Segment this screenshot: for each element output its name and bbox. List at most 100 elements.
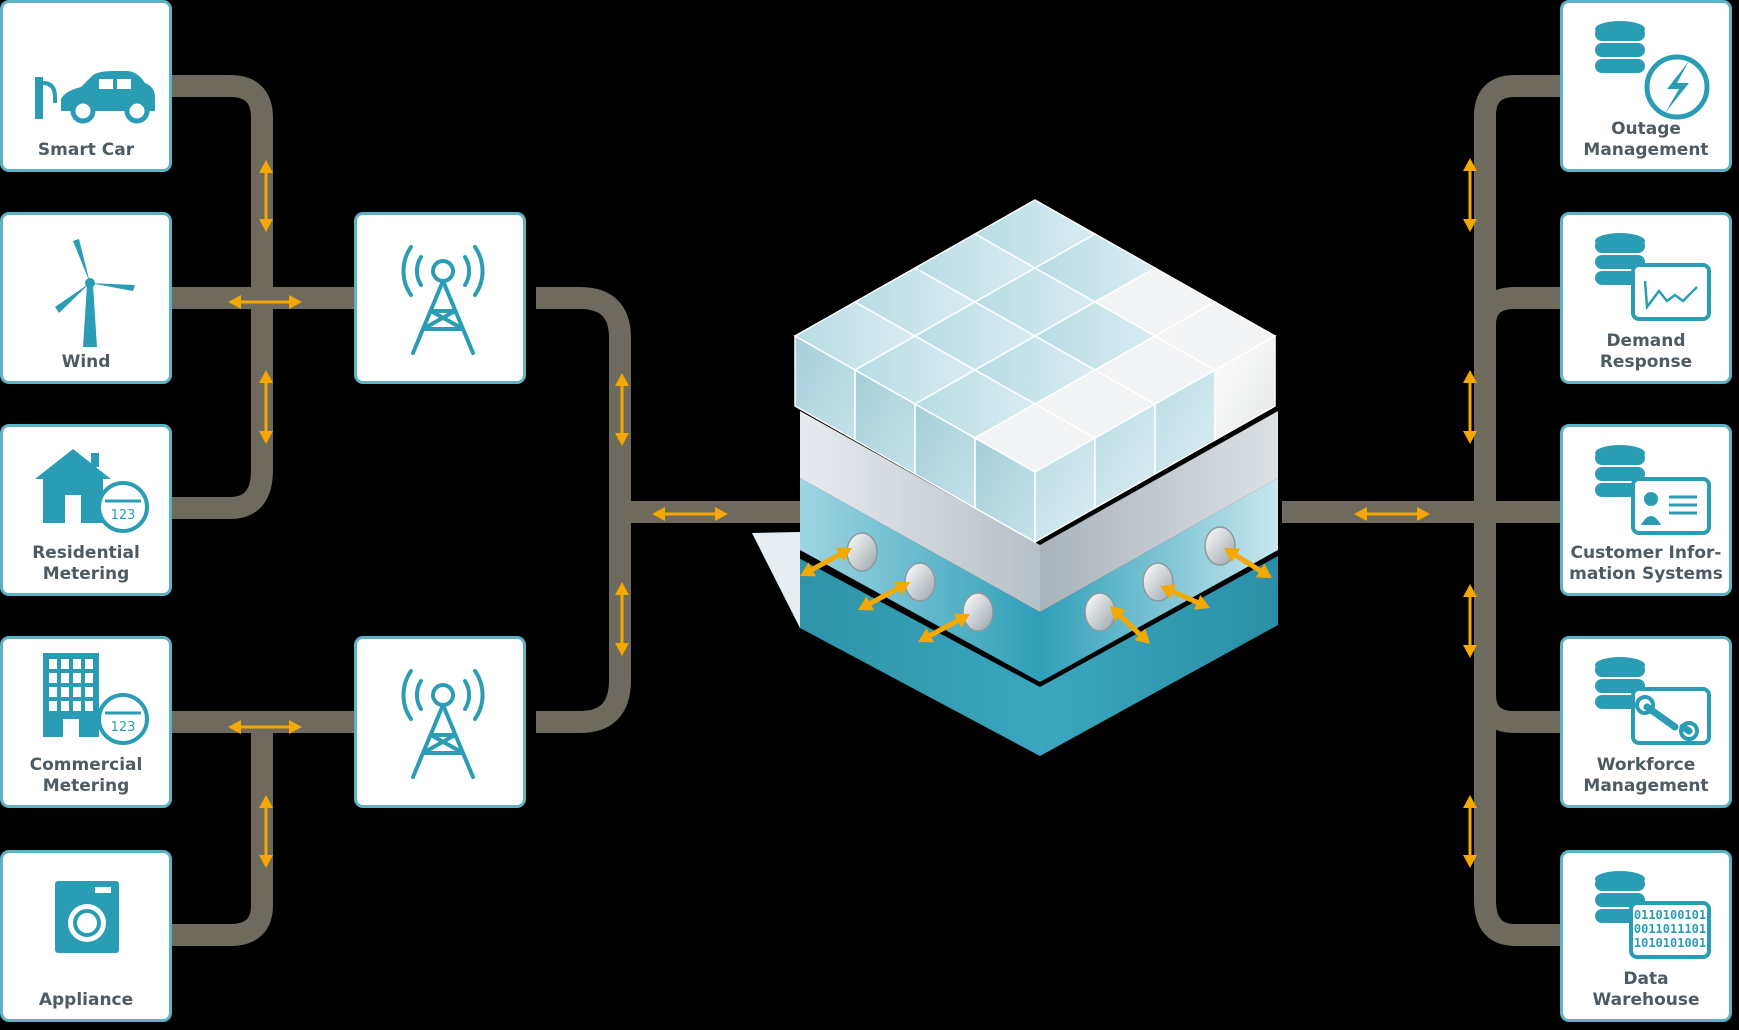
turbine-blade	[73, 239, 90, 283]
wrench-head	[1679, 721, 1699, 741]
bidirectional-arrow	[259, 370, 273, 444]
data-flow-arrow	[800, 547, 852, 577]
car-window	[117, 79, 131, 89]
building-door	[63, 719, 79, 737]
data-flow-arrow	[1110, 606, 1150, 644]
pipe-segment	[1474, 75, 1560, 946]
ev-charging-car-icon	[35, 71, 155, 124]
building-window	[85, 701, 93, 711]
database-lightning-icon	[1595, 21, 1710, 120]
house-meter-icon: 123	[35, 449, 149, 533]
data-flow-arrow	[1160, 584, 1210, 610]
washing-machine-icon	[55, 881, 119, 953]
building-window	[49, 659, 57, 669]
building-window	[49, 673, 57, 683]
house-door	[65, 495, 81, 523]
office-meter-icon: 123	[43, 653, 149, 745]
port-hole	[1084, 592, 1116, 632]
database-cylinder	[1595, 445, 1645, 497]
tower-lines	[401, 245, 485, 355]
bidirectional-arrow	[1354, 507, 1430, 521]
svg-text:123: 123	[111, 720, 136, 735]
card-label: Commercial Metering	[29, 755, 143, 796]
bidirectional-arrow	[615, 582, 629, 656]
id-photo-body	[1641, 516, 1661, 525]
bidirectional-arrow	[652, 507, 728, 521]
binary-row: 1010101001	[1634, 936, 1706, 950]
building-window	[85, 673, 93, 683]
card-label: Appliance	[38, 990, 134, 1010]
bidirectional-arrow	[1463, 584, 1477, 658]
card-label: Outage Management	[1583, 119, 1709, 160]
turbine-tower	[83, 285, 97, 347]
cube-block-grid	[793, 199, 1277, 544]
bidirectional-arrow	[1463, 370, 1477, 444]
radio-tower-icon	[401, 245, 485, 355]
binary-frame	[1629, 901, 1711, 959]
chart-frame	[1631, 263, 1711, 321]
svg-text:123: 123	[111, 508, 136, 523]
id-photo-head	[1644, 492, 1658, 506]
chart-line	[1643, 280, 1698, 311]
database-wrench-icon	[1595, 657, 1711, 745]
card-label: Workforce Management	[1583, 755, 1709, 796]
building-window	[49, 687, 57, 697]
port-hole	[962, 592, 994, 632]
binary-row: 0110100101	[1634, 908, 1706, 922]
building-window	[49, 701, 57, 711]
bidirectional-arrow	[228, 295, 302, 309]
bidirectional-arrow	[259, 160, 273, 232]
building-window	[85, 659, 93, 669]
cube-grey-layer	[800, 411, 1278, 632]
card-label: Smart Car	[37, 140, 135, 160]
turbine-blade	[55, 283, 90, 313]
turbine-blade	[90, 283, 135, 291]
card-tower-top	[354, 212, 526, 384]
card-residential-metering: 123 Residential Metering	[0, 424, 172, 596]
meter-dial: 123	[97, 693, 149, 745]
card-tower-bottom	[354, 636, 526, 808]
building-window	[61, 673, 69, 683]
car-window	[99, 79, 113, 89]
bidirectional-arrow	[259, 795, 273, 868]
tower-lines	[401, 669, 485, 779]
car-wheel	[124, 98, 150, 124]
database-cylinder	[1595, 233, 1645, 285]
radio-tower-icon	[401, 669, 485, 779]
data-flow-arrow	[858, 581, 910, 611]
charging-cable	[42, 81, 57, 103]
charger-post	[35, 77, 43, 119]
database-cylinder	[1595, 21, 1645, 73]
block-stack-right-face	[1034, 334, 1276, 544]
wrench-head	[1635, 695, 1655, 715]
washer-panel	[95, 887, 111, 893]
database-id-card-icon	[1595, 445, 1711, 535]
wind-turbine-icon	[55, 239, 135, 347]
data-flow-arrow	[1224, 548, 1272, 578]
building-window	[61, 659, 69, 669]
card-wind: Wind	[0, 212, 172, 384]
house-roof	[35, 449, 111, 479]
building-window	[73, 659, 81, 669]
card-outage-management: Outage Management	[1560, 0, 1732, 172]
data-flow-arrow	[918, 613, 970, 643]
port-hole	[846, 532, 878, 572]
building-window	[61, 687, 69, 697]
card-label: Customer Infor- mation Systems	[1569, 543, 1723, 584]
building-window	[85, 687, 93, 697]
card-appliance: Appliance	[0, 850, 172, 1022]
building-window	[73, 673, 81, 683]
meter-dial: 123	[97, 481, 149, 533]
card-demand-response: Demand Response	[1560, 212, 1732, 384]
pipe-segment	[170, 722, 273, 946]
washer-drum	[73, 909, 101, 937]
card-smart-car: Smart Car	[0, 0, 172, 172]
pipe-segment	[1474, 694, 1560, 733]
building-window	[73, 687, 81, 697]
cube-base-layer	[752, 532, 1278, 756]
